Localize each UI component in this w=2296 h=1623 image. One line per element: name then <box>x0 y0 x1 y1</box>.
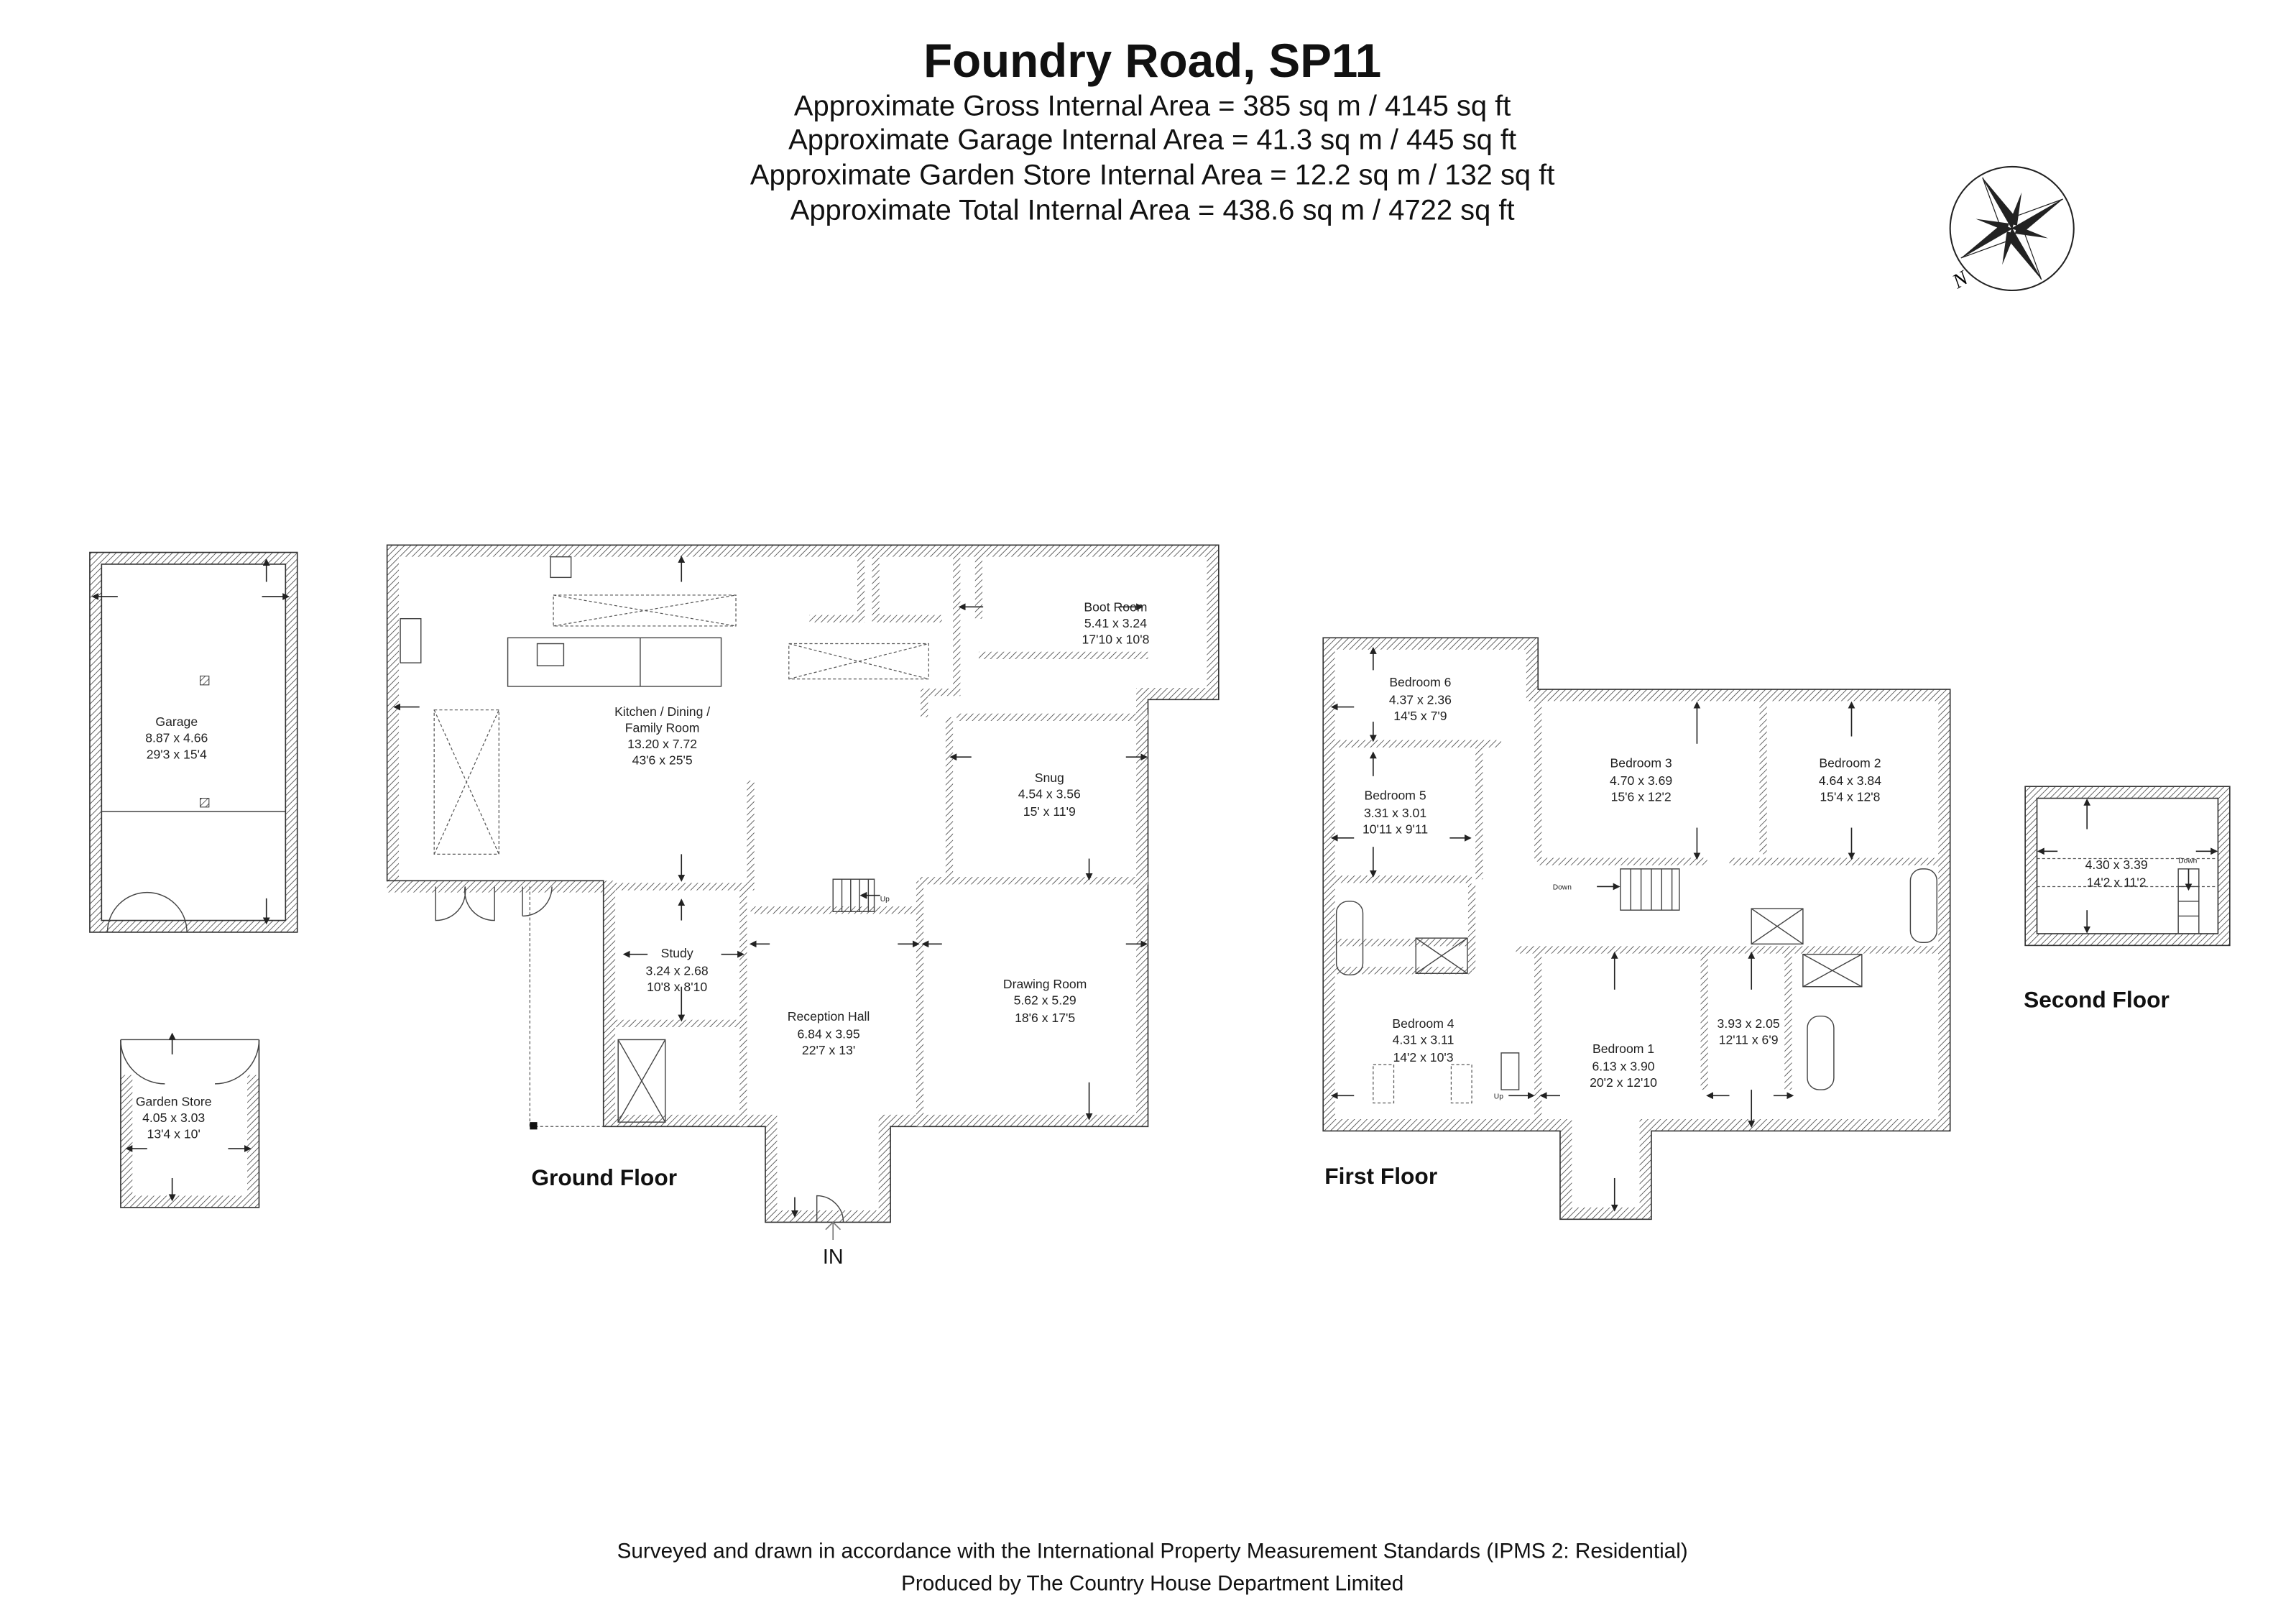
snug-imperial: 15' x 11'9 <box>1023 804 1076 819</box>
bedroom2-name: Bedroom 2 <box>1819 756 1881 771</box>
garage-area: Approximate Garage Internal Area = 41.3 … <box>788 124 1516 155</box>
reception-hall-imperial: 22'7 x 13' <box>802 1043 855 1057</box>
snug-name: Snug <box>1035 771 1064 785</box>
kitchen-name-line1: Kitchen / Dining / <box>614 704 710 719</box>
bedroom6-imperial: 14'5 x 7'9 <box>1393 709 1447 723</box>
kitchen-name-line2: Family Room <box>625 720 700 735</box>
reception-hall-name: Reception Hall <box>788 1009 870 1024</box>
study-name: Study <box>661 946 693 960</box>
snug-metric: 4.54 x 3.56 <box>1018 787 1081 801</box>
garden-store-plan: Garden Store 4.05 x 3.03 13'4 x 10' <box>120 1032 260 1208</box>
bedroom1-imperial: 20'2 x 12'10 <box>1590 1075 1657 1090</box>
bedroom5-name: Bedroom 5 <box>1365 788 1426 803</box>
garden-store-metric: 4.05 x 3.03 <box>142 1111 205 1125</box>
second-floor-plan: Down 4.30 x 3.39 14'2 x 11'2 <box>2024 786 2231 947</box>
bedroom6-metric: 4.37 x 2.36 <box>1389 692 1452 707</box>
bedroom4-metric: 4.31 x 3.11 <box>1393 1033 1454 1047</box>
compass-rose-icon <box>1949 165 2075 292</box>
study-imperial: 10'8 x 8'10 <box>647 980 707 994</box>
second-stairs-down-label: Down <box>2178 858 2197 865</box>
bedroom4-name: Bedroom 4 <box>1392 1016 1454 1031</box>
first-floor-plan: Down Up Bedroom 6 4.37 x 2.36 14'5 x 7' <box>1322 637 1951 1220</box>
plan-title: Foundry Road, SP11 <box>923 35 1381 87</box>
entrance-arrow-icon <box>825 1221 842 1240</box>
second-floor-room-imperial: 14'2 x 11'2 <box>2087 875 2147 889</box>
bedroom1-metric: 6.13 x 3.90 <box>1592 1059 1654 1073</box>
bedroom5-metric: 3.31 x 3.01 <box>1364 806 1426 820</box>
second-floor-label: Second Floor <box>2024 986 2170 1012</box>
garage-plan: Garage 8.87 x 4.66 29'3 x 15'4 <box>89 551 298 933</box>
entrance-label: IN <box>823 1246 844 1269</box>
bedroom2-metric: 4.64 x 3.84 <box>1819 773 1881 788</box>
study-metric: 3.24 x 2.68 <box>646 963 709 978</box>
garage-name: Garage <box>155 714 198 729</box>
drawing-room-imperial: 18'6 x 17'5 <box>1015 1011 1075 1025</box>
kitchen-imperial: 43'6 x 25'5 <box>632 753 693 767</box>
reception-hall-metric: 6.84 x 3.95 <box>797 1026 859 1041</box>
total-area: Approximate Total Internal Area = 438.6 … <box>790 195 1515 226</box>
dressing-room-imperial: 12'11 x 6'9 <box>1719 1033 1779 1047</box>
drawing-room-name: Drawing Room <box>1003 977 1087 991</box>
drawing-room-metric: 5.62 x 5.29 <box>1014 993 1076 1007</box>
garage-metric: 8.87 x 4.66 <box>145 731 208 745</box>
bedroom4-imperial: 14'2 x 10'3 <box>1393 1050 1453 1065</box>
garden-store-area: Approximate Garden Store Internal Area =… <box>750 160 1555 191</box>
boot-room-metric: 5.41 x 3.24 <box>1084 616 1147 630</box>
footer-standards: Surveyed and drawn in accordance with th… <box>617 1539 1688 1563</box>
bedroom1-name: Bedroom 1 <box>1592 1042 1654 1056</box>
ground-floor-label: Ground Floor <box>531 1164 677 1190</box>
garden-store-imperial: 13'4 x 10' <box>147 1127 200 1141</box>
first-stairs-up-label: Up <box>1494 1093 1503 1100</box>
bedroom2-imperial: 15'4 x 12'8 <box>1820 790 1880 804</box>
first-stairs-down-label: Down <box>1553 884 1572 892</box>
second-floor-room-metric: 4.30 x 3.39 <box>2085 858 2148 872</box>
boot-room-name: Boot Room <box>1084 599 1147 614</box>
bedroom3-name: Bedroom 3 <box>1610 756 1672 771</box>
first-floor-label: First Floor <box>1324 1163 1437 1189</box>
bedroom5-imperial: 10'11 x 9'11 <box>1363 822 1428 837</box>
garden-store-name: Garden Store <box>136 1095 212 1109</box>
bedroom3-imperial: 15'6 x 12'2 <box>1611 790 1672 804</box>
bedroom3-metric: 4.70 x 3.69 <box>1610 773 1672 788</box>
stairs-icon <box>832 878 880 912</box>
gross-area: Approximate Gross Internal Area = 385 sq… <box>794 90 1511 121</box>
kitchen-metric: 13.20 x 7.72 <box>627 737 697 751</box>
boot-room-imperial: 17'10 x 10'8 <box>1082 633 1150 647</box>
footer-producer: Produced by The Country House Department… <box>901 1571 1403 1595</box>
bedroom6-name: Bedroom 6 <box>1389 675 1451 689</box>
garage-imperial: 29'3 x 15'4 <box>147 747 207 761</box>
compass-north-label: N <box>1948 266 1973 294</box>
ground-floor-plan: Up IN Kitchen / Dining / Family Room <box>386 544 1220 1269</box>
ground-stairs-up-label: Up <box>880 896 890 904</box>
dressing-room-metric: 3.93 x 2.05 <box>1718 1016 1780 1031</box>
